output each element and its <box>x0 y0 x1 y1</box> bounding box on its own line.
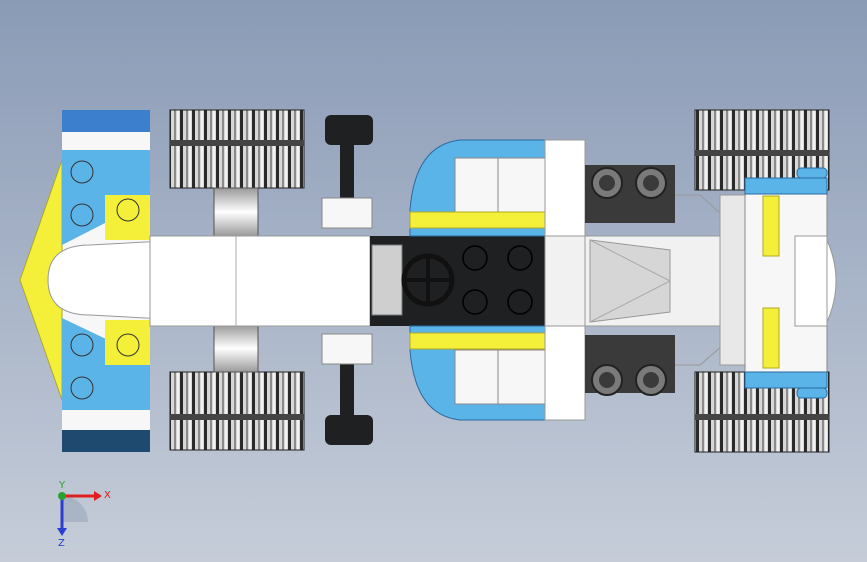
orientation-triad[interactable]: X Y Z <box>40 478 120 548</box>
stud <box>70 203 94 227</box>
front-wing-lower-yellow <box>105 320 150 365</box>
z-axis-label: Z <box>58 538 65 548</box>
front-left-axle <box>213 187 259 237</box>
right-sidepod-stripe <box>409 332 546 350</box>
front-right-axle <box>213 324 259 373</box>
front-wing-upper-yellow <box>105 195 150 240</box>
left-mirror <box>325 115 373 145</box>
left-sidepod[interactable] <box>409 139 586 237</box>
x-axis-arrow <box>94 491 102 501</box>
stud <box>70 160 94 184</box>
front-wing-bottom-plate <box>62 430 150 452</box>
exhaust-pipes-bottom <box>585 335 675 396</box>
right-mirror <box>325 415 373 445</box>
left-suspension-block <box>321 197 373 229</box>
rear-light <box>826 239 837 323</box>
triad-quadrant <box>62 496 88 522</box>
stud <box>70 376 94 400</box>
x-axis-label: X <box>104 490 111 501</box>
z-axis-arrow <box>57 528 67 536</box>
right-sidepod[interactable] <box>409 325 586 421</box>
left-sidepod-stripe <box>409 211 546 229</box>
chassis[interactable] <box>149 115 545 445</box>
exhaust-pipes-top <box>585 165 675 223</box>
steering-column <box>371 244 403 316</box>
stud <box>116 198 140 222</box>
rear-wing[interactable] <box>744 167 837 399</box>
left-mirror-stalk <box>340 145 354 200</box>
front-right-wheel[interactable] <box>169 324 305 451</box>
front-left-wheel[interactable] <box>169 109 305 237</box>
front-wing-top-plate <box>62 110 150 132</box>
stud <box>116 333 140 357</box>
stud <box>70 333 94 357</box>
right-suspension-block <box>321 333 373 365</box>
y-axis-dot <box>58 492 66 500</box>
chassis-front-beam <box>149 235 371 327</box>
y-axis-label: Y <box>58 480 66 491</box>
right-mirror-stalk <box>340 360 354 415</box>
